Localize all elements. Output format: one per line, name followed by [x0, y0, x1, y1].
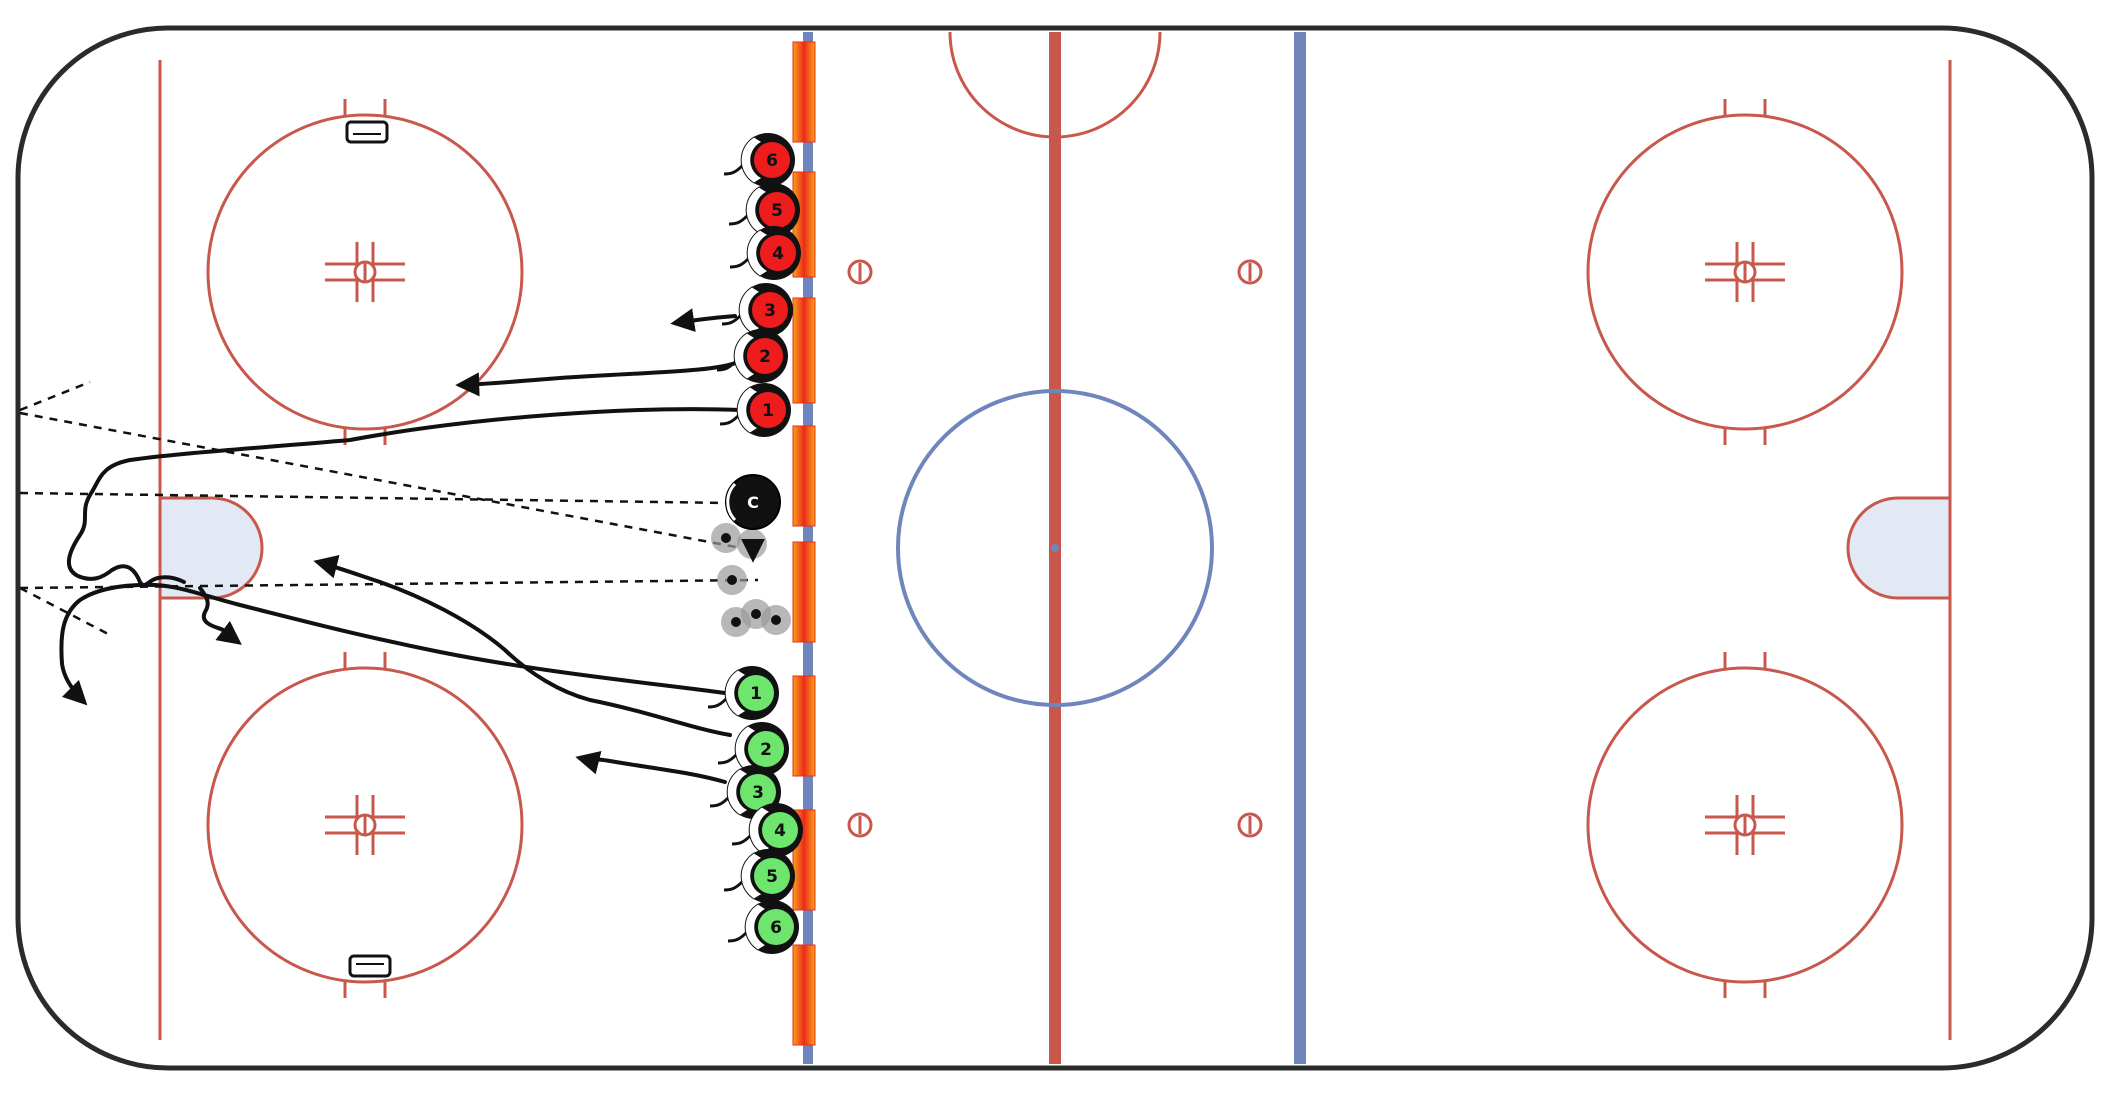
puck-icon — [761, 605, 791, 635]
stick-icon — [716, 360, 737, 372]
pads-group — [792, 41, 816, 1046]
stick-icon — [707, 697, 728, 709]
player-number: 5 — [766, 867, 778, 887]
player-number: 1 — [762, 401, 774, 421]
red-player-2: 2 — [716, 329, 788, 383]
green-team: 1 2 34 5 6 — [707, 666, 803, 954]
coach-label: C — [747, 493, 759, 512]
stick-icon — [709, 796, 730, 808]
bottom-net-icon — [348, 954, 392, 978]
faceoff-circle — [206, 652, 524, 998]
neutral-faceoff-dot — [847, 812, 873, 838]
faceoff-circle — [1586, 99, 1904, 445]
lane-line — [19, 586, 111, 637]
green-player-5: 5 — [723, 849, 795, 903]
red-player-1: 1 — [719, 383, 791, 437]
right-crease — [1846, 496, 1952, 600]
pad-icon — [792, 297, 816, 404]
red-3-path — [670, 308, 737, 333]
green-player-6: 6 — [727, 900, 799, 954]
faceoff-dot — [1733, 813, 1757, 837]
red-team: 6 5 4 3 2 1 — [716, 133, 801, 437]
red-player-5: 5 — [728, 183, 800, 237]
player-number: 1 — [750, 684, 762, 704]
faceoff-dot — [353, 260, 377, 284]
player-number: 3 — [764, 301, 776, 321]
player-number: 4 — [772, 244, 784, 264]
neutral-faceoff-dot — [1237, 259, 1263, 285]
stick-icon — [723, 880, 744, 892]
center-circle — [896, 389, 1214, 707]
player-number: 2 — [759, 347, 771, 367]
red-player-6: 6 — [723, 133, 795, 187]
rink-boards — [15, 25, 2095, 1071]
top-net-icon — [345, 120, 389, 144]
faceoff-circle — [206, 99, 524, 445]
red-player-3: 3 — [721, 283, 793, 337]
stick-icon — [723, 164, 744, 176]
coach-helmet-arc — [726, 482, 737, 522]
player-number: 6 — [766, 151, 778, 171]
player-number: 6 — [770, 918, 782, 938]
stick-icon — [727, 931, 748, 943]
skating-paths — [59, 308, 742, 784]
player-number: 2 — [760, 740, 772, 760]
green-player-2: 2 — [717, 722, 789, 776]
red-2-path — [455, 360, 740, 397]
faceoff-dot — [1733, 260, 1757, 284]
pad-icon — [792, 41, 816, 143]
pad-icon — [792, 675, 816, 777]
puck-icon — [711, 523, 741, 553]
red-1-path-tail — [198, 586, 242, 645]
puck-icon — [717, 565, 747, 595]
green-3-path — [575, 751, 727, 784]
center-faceoff-dot — [1051, 544, 1059, 552]
pad-icon — [792, 541, 816, 643]
green-player-1: 1 — [707, 666, 779, 720]
referee-crease — [948, 31, 1162, 139]
player-number: 4 — [774, 821, 786, 841]
pad-icon — [792, 425, 816, 527]
coach-circle-icon — [725, 474, 781, 530]
green-2-path — [313, 555, 732, 737]
lane-line — [19, 380, 91, 412]
neutral-faceoff-dot — [1237, 812, 1263, 838]
stick-icon — [729, 257, 750, 269]
green-player-4: 4 — [731, 803, 803, 857]
red-player-4: 4 — [729, 226, 801, 280]
stick-icon — [728, 214, 749, 226]
pad-icon — [792, 944, 816, 1046]
stick-icon — [721, 314, 742, 326]
neutral-faceoff-dot — [847, 259, 873, 285]
player-number: 5 — [771, 201, 783, 221]
faceoff-dot — [353, 813, 377, 837]
lane-line — [19, 411, 737, 549]
lane-line — [19, 491, 731, 505]
stick-icon — [719, 414, 740, 426]
player-number: 3 — [752, 783, 764, 803]
stick-icon — [731, 834, 752, 846]
stick-icon — [717, 753, 738, 765]
left-crease — [158, 496, 264, 600]
coach-marker: C — [725, 474, 781, 530]
faceoff-circle — [1586, 652, 1904, 998]
